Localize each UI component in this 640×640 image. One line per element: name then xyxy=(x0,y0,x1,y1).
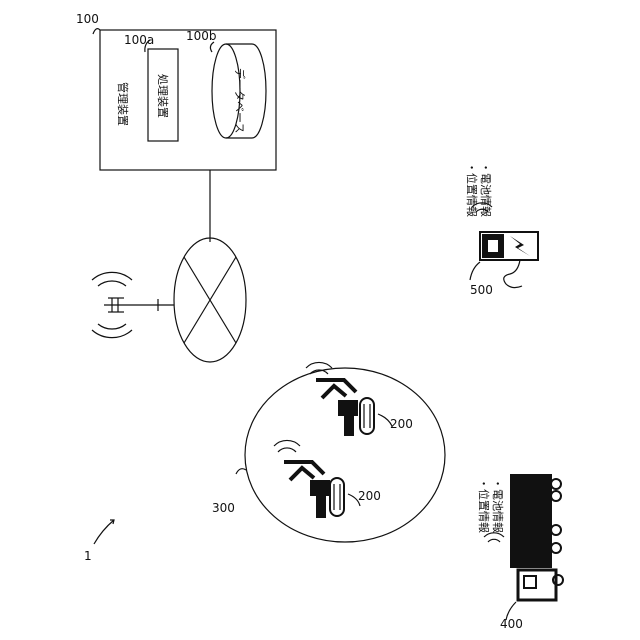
electric-truck: 400 ・位置情報 ・電池情報 xyxy=(477,474,563,631)
management-device-label: 管理装置 xyxy=(116,82,130,126)
database-label: データベース xyxy=(233,68,247,133)
charger-info-2: ・電池情報 xyxy=(479,162,492,217)
charger-info-1: ・位置情報 xyxy=(465,162,479,217)
truck-info-2: ・電池情報 xyxy=(491,478,504,533)
charging-station: 500 ・位置情報 ・電池情報 xyxy=(465,162,538,297)
network-node xyxy=(174,238,246,362)
processing-device: 100a 処理装置 xyxy=(124,33,178,141)
lightning-icon xyxy=(510,236,530,256)
work-site: 300 200 200 xyxy=(212,362,445,542)
excavator-icon: 200 xyxy=(306,362,413,436)
processing-device-label: 処理装置 xyxy=(156,74,169,118)
truck-info-1: ・位置情報 xyxy=(477,478,491,533)
work-site-ref: 300 xyxy=(212,501,235,515)
excavator-icon: 200 xyxy=(274,440,381,518)
charging-station-ref: 500 xyxy=(470,283,493,297)
database-cylinder: 100b データベース xyxy=(186,29,266,138)
processing-device-ref: 100a xyxy=(124,33,154,47)
system-ref-pointer: 1 xyxy=(84,520,114,563)
management-device-ref: 100 xyxy=(76,12,99,26)
antenna-tower-icon xyxy=(92,272,174,337)
excavator-1-ref: 200 xyxy=(390,417,413,431)
signal-icon xyxy=(488,539,500,542)
excavator-2-ref: 200 xyxy=(358,489,381,503)
system-ref: 1 xyxy=(84,549,92,563)
management-device: 100 管理装置 100a 処理装置 100b データベース xyxy=(76,12,276,170)
database-ref: 100b xyxy=(186,29,217,43)
truck-ref: 400 xyxy=(500,617,523,631)
